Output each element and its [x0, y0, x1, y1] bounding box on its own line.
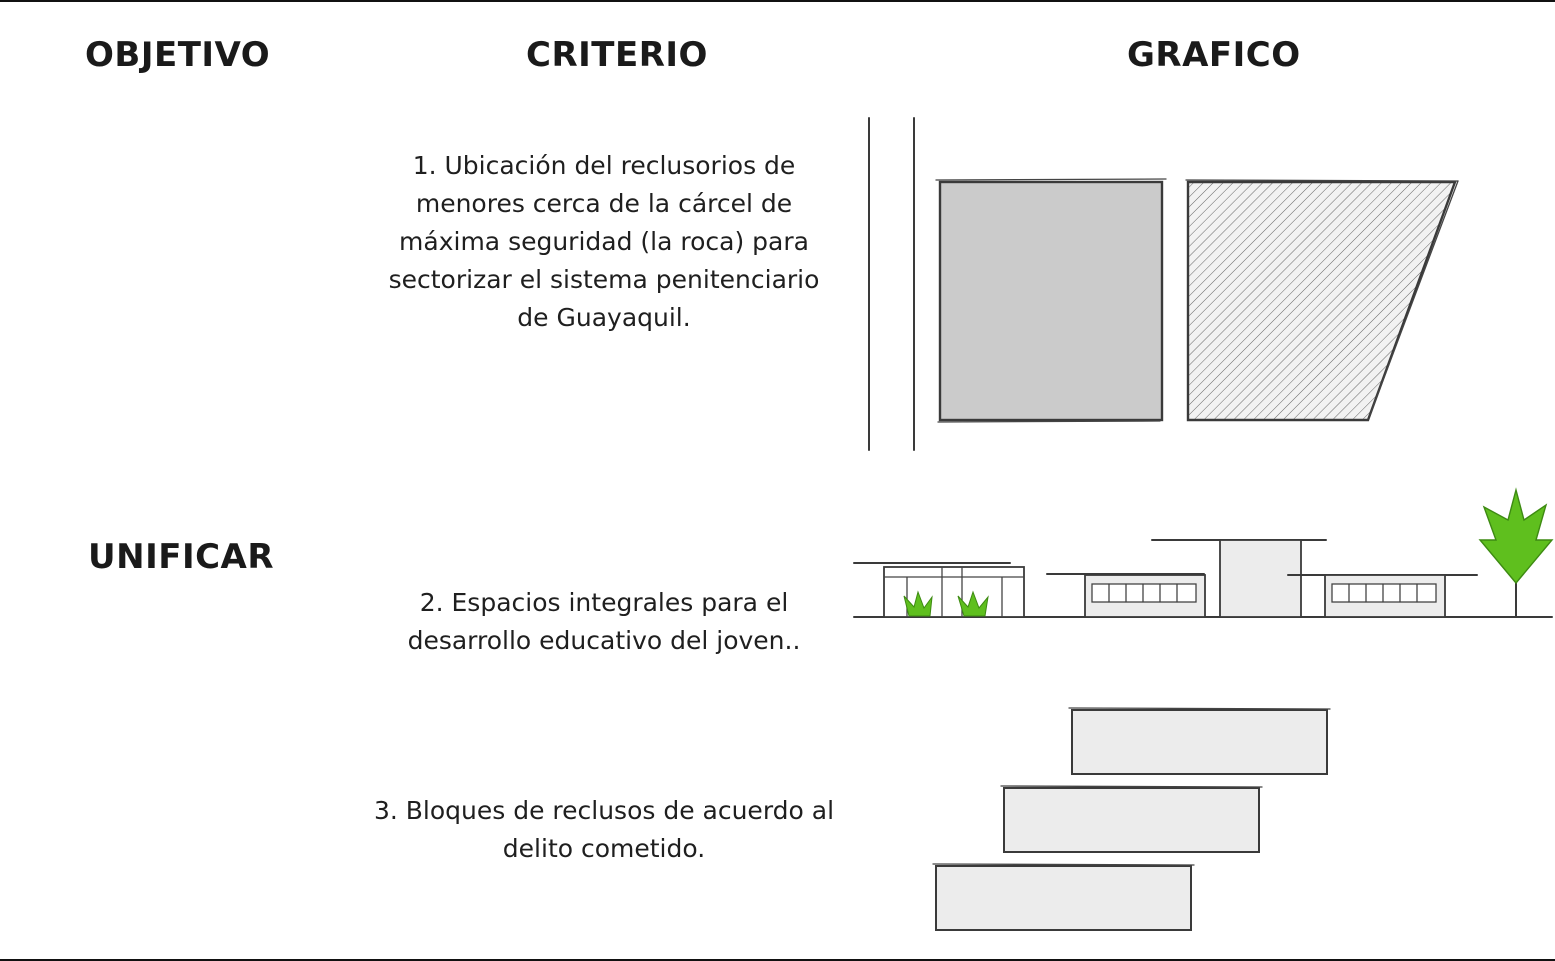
criterion-2-text: 2. Espacios integrales para el desarroll… — [407, 588, 801, 655]
bottom-rule — [0, 959, 1555, 961]
header-criterio: CRITERIO — [526, 35, 708, 75]
shrub-2 — [957, 590, 989, 617]
central-tower — [1219, 539, 1302, 618]
elevation-diagram — [853, 487, 1554, 618]
juvenile-detention-block — [938, 180, 1164, 422]
top-rule — [0, 0, 1555, 2]
shrub-1 — [903, 590, 933, 617]
maximum-security-prison-block — [1186, 180, 1457, 422]
inmate-block-top — [1071, 709, 1328, 775]
tree — [1478, 487, 1554, 585]
header-grafico: GRAFICO — [1127, 35, 1301, 75]
inmate-blocks-diagram — [932, 707, 1331, 931]
header-objetivo: OBJETIVO — [85, 35, 271, 75]
site-plan-diagram — [868, 117, 1459, 451]
entrance-pavilion — [883, 566, 1025, 618]
objective-label: UNIFICAR — [88, 537, 275, 577]
inmate-block-bottom — [935, 865, 1192, 931]
inmate-block-middle — [1003, 787, 1260, 853]
criterion-3-text: 3. Bloques de reclusos de acuerdo al del… — [373, 796, 835, 863]
criterion-1-text: 1. Ubicación del reclusorios de menores … — [388, 151, 820, 332]
